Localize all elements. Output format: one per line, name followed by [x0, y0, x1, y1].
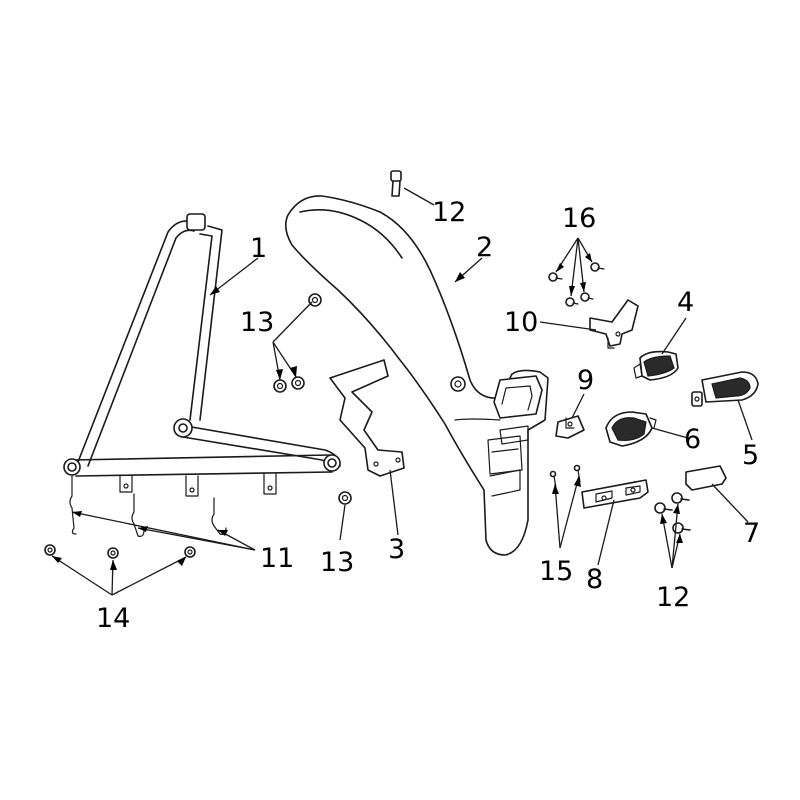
label-part-14: 14: [96, 603, 130, 634]
label-part-5: 5: [742, 440, 759, 471]
label-part-3: 3: [388, 534, 405, 565]
label-part-4: 4: [677, 287, 694, 318]
indicator-6: [605, 411, 657, 447]
label-part-13-top: 13: [240, 307, 274, 338]
label-part-2: 2: [476, 232, 493, 263]
label-part-7: 7: [743, 518, 760, 549]
plate-light-9: [555, 415, 585, 439]
plate-bracket: [329, 359, 405, 477]
nuts-14: [44, 544, 196, 559]
label-part-12-bottom: 12: [656, 582, 690, 613]
label-part-12-top: 12: [432, 197, 466, 228]
label-part-9: 9: [577, 365, 594, 396]
label-part-15: 15: [539, 556, 573, 587]
indicator-5: [691, 371, 759, 407]
callout-numbers: 1 2 3 4 5 6 7 8 9 10 11 12 12 13 13 14 1…: [96, 197, 760, 634]
label-part-11: 11: [260, 543, 294, 574]
signal-bracket: [589, 299, 639, 349]
label-part-16: 16: [562, 203, 596, 234]
callout-arrowheads: [52, 253, 683, 570]
label-part-8: 8: [586, 564, 603, 595]
label-part-6: 6: [684, 424, 701, 455]
bolts-12-bottom: [654, 492, 691, 534]
label-part-13-bottom: 13: [320, 547, 354, 578]
callout-leaders: [51, 187, 753, 596]
label-part-1: 1: [250, 233, 267, 264]
screws-16: [548, 262, 605, 307]
reflector-7: [685, 465, 727, 491]
indicator-4: [633, 350, 679, 381]
rear-rack-frame: [63, 213, 341, 497]
label-part-10: 10: [504, 307, 538, 338]
plate-holder-8: [581, 479, 649, 509]
rear-fender: [284, 195, 549, 556]
bolt-12-top: [390, 170, 402, 197]
